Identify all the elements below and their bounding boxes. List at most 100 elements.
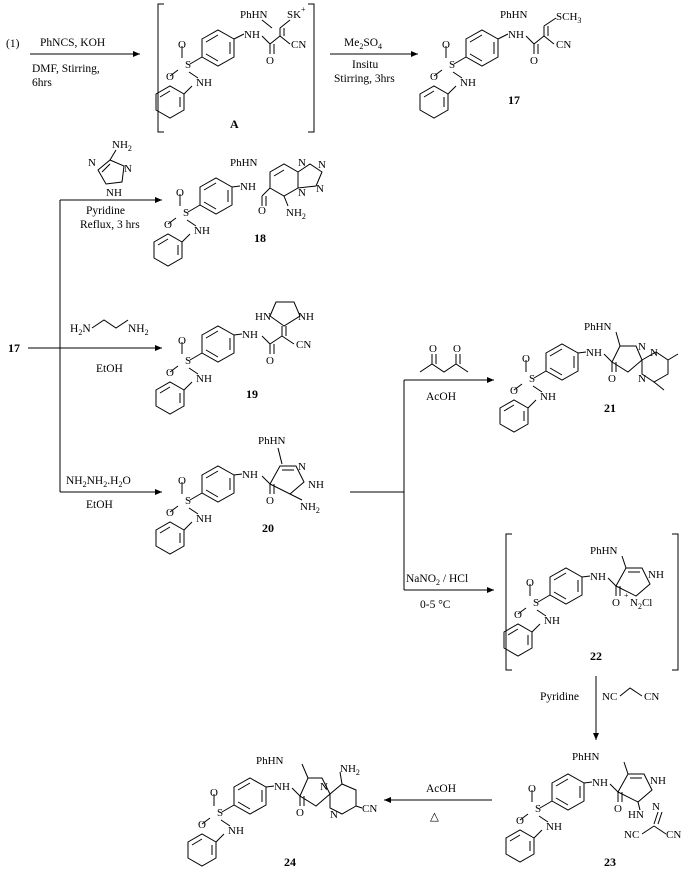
c18-n1: N [298, 157, 306, 169]
c23-cn: CN [666, 829, 681, 841]
c23-phhn: PhHN [572, 751, 600, 763]
c20-pnh: NH [308, 479, 324, 491]
reagent23-solvent: Pyridine [540, 691, 579, 703]
structure-a [155, 19, 291, 119]
c18-label: 18 [254, 231, 266, 245]
step2-reagent: Me2SO4 [344, 37, 382, 51]
c24-nh2: NH2 [340, 763, 360, 777]
c23-s: S [535, 803, 541, 815]
c17-label: 17 [508, 93, 520, 107]
c17-nh: NH [508, 29, 524, 41]
c19-nh: NH [242, 329, 258, 341]
structure-23 [505, 761, 667, 863]
c24-s: S [217, 807, 223, 819]
triazole-n2: N [124, 163, 132, 175]
c23-o: O [614, 803, 622, 815]
c22-snh: NH [544, 615, 560, 627]
c24-o: O [296, 807, 304, 819]
c17-so-o2: O [430, 71, 438, 83]
a-plus: + [301, 5, 306, 14]
ethylene-chain [91, 319, 129, 329]
structure-21 [499, 331, 679, 433]
reagent20-reagent: NH2NH2.H2O [66, 475, 131, 489]
structure-20 [155, 465, 305, 555]
reagent21-solvent: AcOH [426, 391, 456, 403]
c22-nh: NH [590, 571, 606, 583]
c18-phhn: PhHN [230, 157, 258, 169]
step1-reagent: PhNCS, KOH [40, 37, 105, 49]
c21-n1: N [638, 341, 646, 353]
reagent22-reagent: NaNO2 / HCl [406, 573, 468, 587]
triazole-n1: N [88, 157, 96, 169]
reagent19-nh2: NH2 [128, 323, 149, 337]
c18-n2: N [298, 187, 306, 199]
c19-s: S [185, 355, 191, 367]
c19-so-o2: O [166, 367, 174, 379]
c21-snh: NH [540, 391, 556, 403]
start-label: (1) [6, 38, 20, 50]
c19-o: O [266, 355, 274, 367]
structure-19 [155, 301, 301, 415]
c23-label: 23 [604, 855, 616, 869]
c21-so-o1: O [522, 353, 530, 365]
c18-so-o2: O [164, 219, 172, 231]
c17-s: S [449, 59, 455, 71]
c23-so-o2: O [516, 815, 524, 827]
c23-so-o1: O [528, 783, 536, 795]
c18-n3: N [318, 159, 326, 171]
c18-nh: NH [240, 181, 256, 193]
c19-nh-ring: NH [298, 311, 314, 323]
c24-cn: CN [362, 803, 377, 815]
c20-nh: NH [242, 469, 258, 481]
a-cn: CN [291, 39, 306, 51]
triazole-nh: NH [106, 187, 122, 199]
c23-nh-ring: NH [650, 775, 666, 787]
c18-so-o1: O [176, 187, 184, 199]
c22-so-o2: O [514, 609, 522, 621]
step1-cond2: 6hrs [32, 77, 52, 89]
a-phhn: PhHN [240, 9, 268, 21]
c22-plus: + [624, 591, 629, 600]
step1-cond1: DMF, Stirring, [32, 63, 100, 75]
reagent18-cond2: Reflux, 3 hrs [80, 219, 140, 231]
c22-label: 22 [590, 649, 602, 663]
c17-o: O [530, 55, 538, 67]
malononitrile-chain [619, 687, 643, 697]
c20-so-o2: O [166, 507, 174, 519]
reagent19-solvent: EtOH [96, 363, 123, 375]
c24-n2: N [330, 809, 338, 821]
c20-phhn: PhHN [258, 435, 286, 447]
acac-o1: O [429, 343, 437, 355]
c20-phhn-bond [277, 447, 283, 465]
c20-label: 20 [262, 521, 274, 535]
c22-phhn: PhHN [590, 545, 618, 557]
c17-sch3: SCH3 [556, 11, 581, 25]
structure-18 [153, 163, 323, 267]
c24-snh: NH [228, 825, 244, 837]
c19-hn: HN [255, 311, 271, 323]
c19-snh: NH [196, 373, 212, 385]
c21-so-o2: O [510, 385, 518, 397]
a-label: A [230, 117, 239, 131]
c23-hn: HN [628, 809, 644, 821]
reagent19-h2n: H2N [70, 323, 91, 337]
c20-so-o1: O [178, 475, 186, 487]
c20-nh2: NH2 [300, 501, 320, 515]
c21-n2: N [650, 347, 658, 359]
reagent18-cond1: Pyridine [86, 205, 125, 217]
c18-s: S [183, 207, 189, 219]
c24-nh: NH [274, 781, 290, 793]
c24-so-o1: O [210, 787, 218, 799]
c21-nh: NH [586, 347, 602, 359]
c24-n1: N [320, 781, 328, 793]
c19-cn: CN [296, 339, 311, 351]
c24-label: 24 [284, 855, 296, 869]
c18-o: O [258, 205, 266, 217]
bracket-left-22 [505, 533, 512, 671]
reagent23-cn: CN [644, 691, 659, 703]
c18-snh: NH [194, 225, 210, 237]
c23-nh: NH [592, 777, 608, 789]
c21-s: S [529, 373, 535, 385]
c21-phhn: PhHN [584, 321, 612, 333]
